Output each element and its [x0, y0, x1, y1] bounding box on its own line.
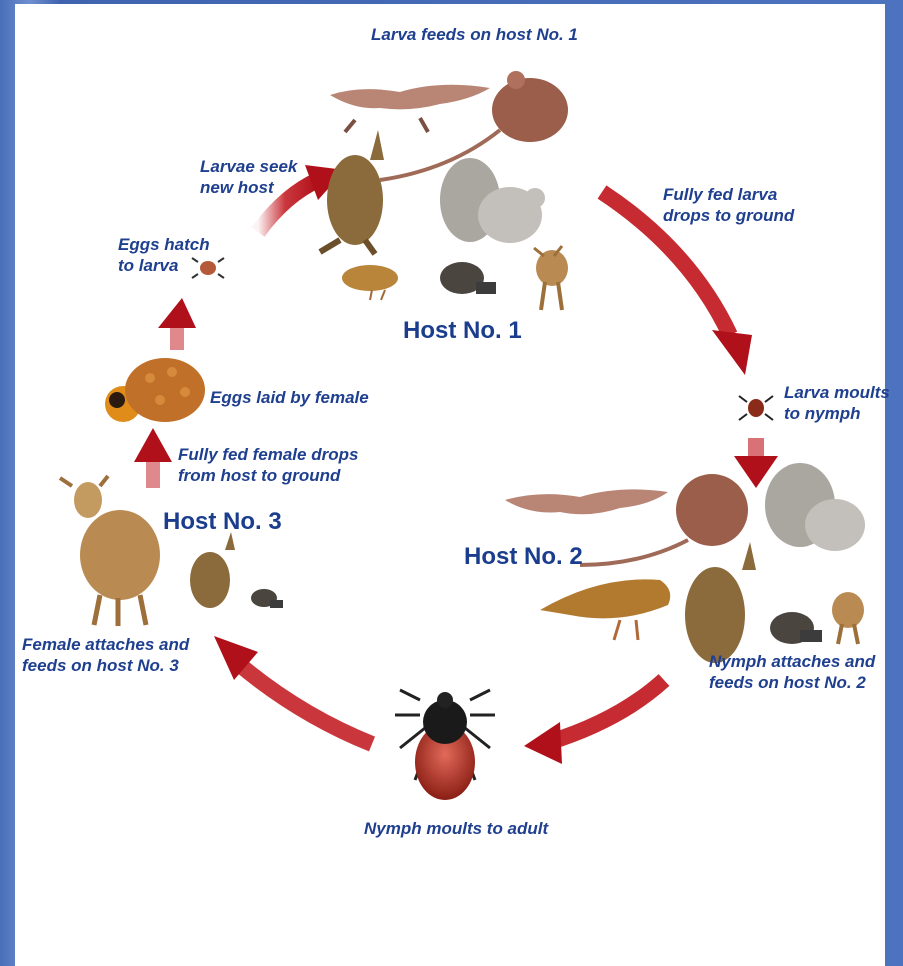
label-nymph-moults-adult: Nymph moults to adult [364, 818, 548, 839]
label-fully-fed-larva: Fully fed larva drops to ground [663, 184, 794, 226]
squirrel-icon [440, 158, 545, 243]
label-larva-feeds: Larva feeds on host No. 1 [371, 24, 578, 45]
label-larvae-seek: Larvae seek new host [200, 156, 297, 198]
hedgehog-icon [440, 262, 496, 294]
host-3-title: Host No. 3 [163, 508, 282, 536]
label-larva-moults: Larva moults to nymph [784, 382, 890, 424]
bird-icon [342, 265, 398, 300]
hedgehog-icon [251, 589, 283, 608]
hare-icon [685, 542, 756, 663]
bird-icon [540, 579, 670, 640]
host-2-title: Host No. 2 [464, 543, 583, 571]
label-female-attaches: Female attaches and feeds on host No. 3 [22, 634, 189, 676]
label-female-drops: Fully fed female drops from host to grou… [178, 444, 358, 486]
lizard-icon [330, 85, 490, 132]
deer-icon [534, 246, 568, 310]
arrow-female-drops [134, 428, 172, 488]
deer-icon [832, 592, 864, 644]
arrow-to-host2 [734, 438, 778, 488]
hare-icon [190, 532, 235, 608]
deer-icon [60, 476, 160, 626]
host-1-title: Host No. 1 [403, 317, 522, 345]
hare-icon [320, 130, 384, 254]
arrow-nymph-to-adult [524, 680, 664, 764]
label-nymph-attaches: Nymph attaches and feeds on host No. 2 [709, 651, 875, 693]
label-eggs-laid: Eggs laid by female [210, 387, 369, 408]
squirrel-icon [765, 463, 865, 551]
arrow-to-eggs-hatch [158, 298, 196, 350]
egg-mass-icon [105, 358, 205, 422]
arrow-adult-to-host3 [214, 636, 372, 744]
tick-icon [395, 690, 495, 800]
lizard-icon [505, 489, 668, 514]
label-eggs-hatch: Eggs hatch to larva [118, 234, 210, 276]
hedgehog-icon [770, 612, 822, 644]
mouse-icon [580, 474, 748, 565]
tick-icon [739, 396, 773, 420]
